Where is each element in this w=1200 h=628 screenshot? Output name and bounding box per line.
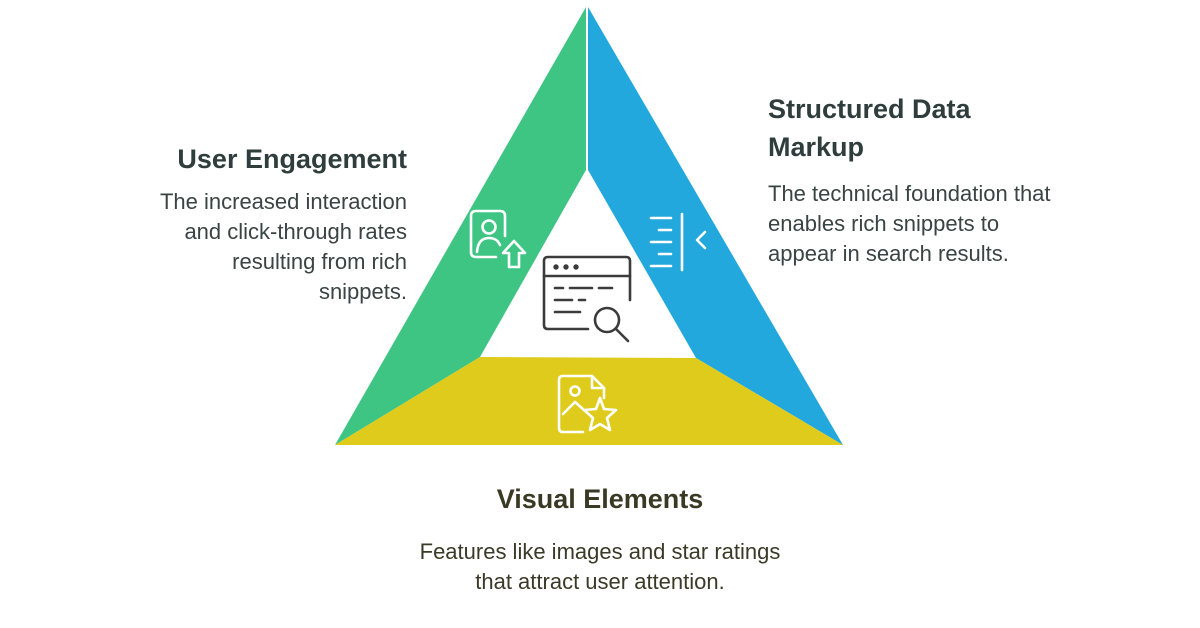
user-engagement-description: The increased interaction and click-thro… [159,189,407,304]
user-arrow-up-icon [469,209,527,269]
user-engagement-segment [335,7,586,445]
user-engagement-title: User Engagement [177,144,407,174]
browser-search-icon [542,255,632,343]
structured-data-title: Structured Data Markup [768,94,971,162]
structured-data-description: The technical foundation that enables ri… [768,181,1051,266]
code-lines-icon [649,212,707,272]
image-star-icon [557,374,618,434]
structured-data-segment [588,7,843,445]
visual-elements-title: Visual Elements [496,484,704,514]
visual-elements-description: Features like images and star ratings th… [419,539,781,594]
visual-elements-segment [335,357,843,445]
